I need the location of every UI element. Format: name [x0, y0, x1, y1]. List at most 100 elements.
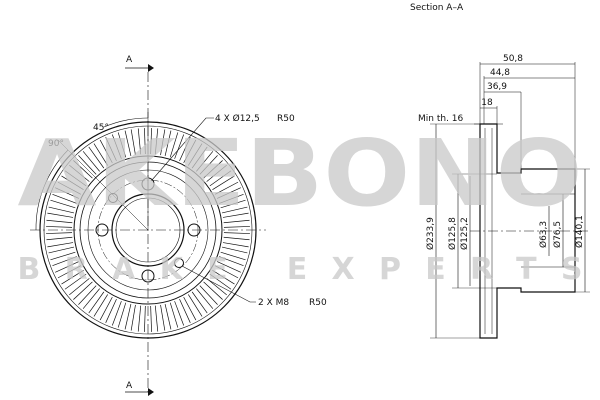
bolt-hole	[95, 223, 109, 237]
cooling-vane	[187, 294, 203, 317]
cooling-vane	[50, 251, 76, 261]
diameter-63-3: Ø63,3	[538, 221, 549, 248]
diameter-140-1: Ø140,1	[574, 215, 585, 248]
thread-holes-note: 2 X M8	[258, 298, 289, 308]
cooling-vane	[82, 151, 100, 172]
cooling-vane	[124, 130, 132, 157]
cooling-vane	[137, 305, 142, 332]
cooling-vane	[48, 246, 75, 254]
dim-44-8: 44,8	[490, 68, 510, 78]
cooling-vane	[52, 193, 77, 204]
bolt-hole	[187, 223, 201, 237]
cooling-vane	[191, 146, 208, 169]
cooling-vane	[221, 246, 248, 254]
cooling-vane	[160, 304, 166, 331]
watermark-logo: AKEBONO	[18, 120, 583, 227]
cooling-vane	[199, 285, 218, 305]
diameter-76-5: Ø76,5	[552, 221, 563, 248]
cooling-vane	[47, 242, 74, 248]
cooling-vane	[82, 288, 100, 309]
watermark-tagline: BRAKE EXPERTS	[18, 252, 583, 287]
cooling-vane	[78, 285, 97, 305]
cooling-vane	[199, 155, 218, 175]
cooling-vane	[117, 302, 127, 328]
cooling-vane	[217, 187, 241, 199]
cooling-vane	[105, 137, 117, 161]
bolt-hole	[141, 269, 155, 283]
cooling-vane	[46, 219, 73, 224]
section-title: Section A–A	[410, 3, 464, 13]
diameter-233-9: Ø233,9	[425, 217, 436, 250]
cooling-vane	[124, 303, 132, 330]
thread-hole	[174, 258, 184, 268]
cooling-vane	[217, 261, 241, 273]
cooling-vane	[99, 296, 113, 321]
watermark: AKEBONO BRAKE EXPERTS	[18, 120, 583, 287]
dim-36-9: 36,9	[487, 82, 507, 92]
cooling-vane	[203, 160, 223, 179]
cooling-vane	[46, 226, 73, 228]
cooling-vane	[61, 269, 84, 285]
cooling-vane	[169, 132, 179, 158]
cooling-vane	[220, 199, 246, 209]
angle-45-label: 45°	[93, 123, 109, 133]
cooling-vane	[111, 301, 122, 326]
cooling-vane	[214, 265, 239, 279]
angle-90-label: 90°	[48, 139, 64, 149]
cooling-vane	[64, 170, 87, 187]
cooling-vane	[223, 219, 250, 224]
cooling-vane	[130, 304, 136, 331]
cooling-vane	[164, 130, 172, 157]
cooling-vane	[57, 181, 82, 195]
cooling-vane	[150, 128, 152, 155]
cooling-vane	[214, 181, 239, 195]
cooling-vane	[130, 129, 136, 156]
cooling-vane	[88, 291, 105, 314]
cooling-vane	[179, 299, 191, 323]
diameter-125-8: Ø125,8	[447, 217, 458, 250]
cooling-vane	[69, 164, 90, 182]
cooling-vane	[174, 301, 185, 326]
bolt-holes-radius: R50	[277, 114, 295, 124]
cooling-vane	[46, 236, 73, 241]
section-marker-bottom: A	[126, 381, 133, 391]
cooling-vane	[219, 193, 244, 204]
cooling-vane	[183, 139, 197, 164]
cooling-vane	[78, 155, 97, 175]
cooling-vane	[183, 296, 197, 321]
section-marker-top: A	[126, 55, 133, 65]
cooling-vane	[144, 305, 146, 332]
cooling-vane	[221, 206, 248, 214]
cooling-vane	[99, 139, 113, 164]
cooling-vane	[220, 251, 246, 261]
cooling-vane	[209, 170, 232, 187]
cooling-vane	[73, 281, 93, 300]
cooling-vane	[160, 129, 166, 156]
diameter-125-2: Ø125,2	[459, 217, 470, 250]
cooling-vane	[222, 242, 249, 248]
cooling-vane	[209, 273, 232, 290]
cooling-vane	[223, 226, 250, 228]
cooling-vane	[191, 291, 208, 314]
cooling-vane	[164, 303, 172, 330]
cooling-vane	[212, 175, 235, 191]
cooling-vane	[219, 256, 244, 267]
cooling-vane	[203, 281, 223, 300]
cooling-vane	[46, 232, 73, 234]
cooling-vane	[73, 160, 93, 179]
cooling-vane	[150, 305, 152, 332]
cooling-vane	[223, 236, 250, 241]
thread-hole	[108, 193, 118, 203]
cooling-vane	[196, 151, 214, 172]
cooling-vane	[212, 269, 235, 285]
dim-18: 18	[481, 98, 493, 108]
cooling-vane	[137, 128, 142, 155]
cooling-vane	[169, 302, 179, 328]
cooling-vane	[69, 278, 90, 296]
cooling-vane	[48, 206, 75, 214]
cooling-vane	[144, 128, 146, 155]
cooling-vane	[61, 175, 84, 191]
cooling-vane	[105, 299, 117, 323]
cooling-vane	[93, 143, 109, 166]
